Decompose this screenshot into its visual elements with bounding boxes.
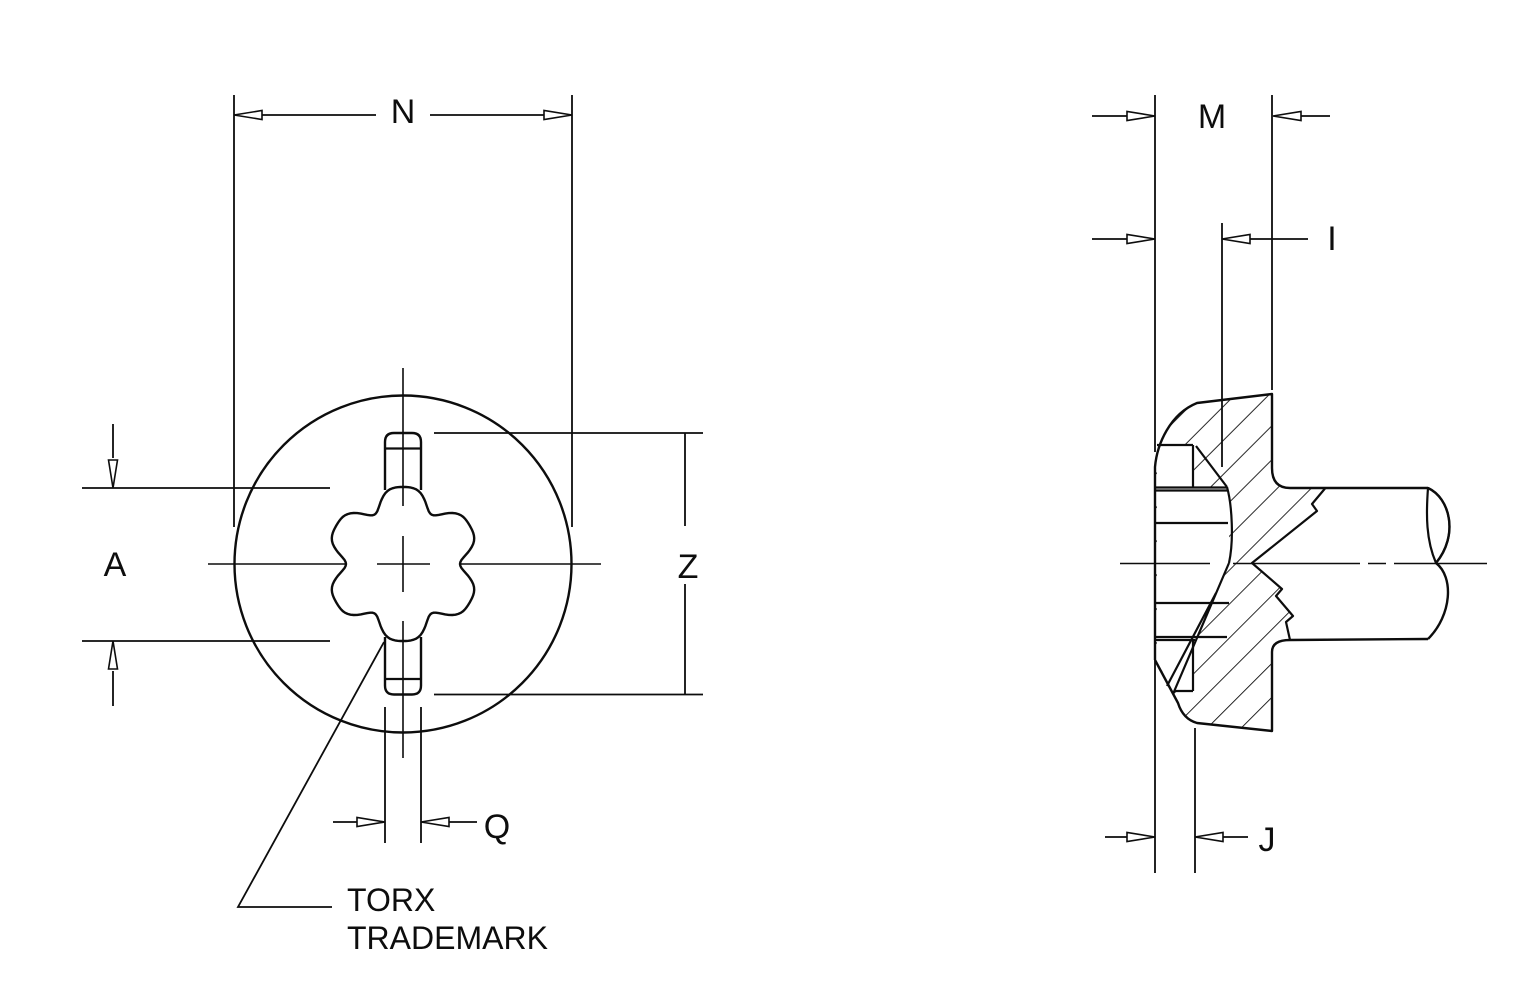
dimension-label-j: J <box>1259 821 1276 859</box>
shaft-break-section-sliver <box>1425 486 1451 565</box>
note-line2: TRADEMARK <box>347 920 548 956</box>
dimension-i: I <box>1092 220 1337 467</box>
dimension-q-extension-lines <box>384 707 422 843</box>
dimension-a: A <box>82 424 330 706</box>
dimension-m: M <box>1092 95 1330 452</box>
front-centerlines <box>208 368 601 758</box>
dimension-j: J <box>1105 660 1276 873</box>
dimension-label-i: I <box>1327 220 1336 258</box>
recess-bottom-wall <box>1225 486 1233 564</box>
dimension-n-arrow-right <box>543 109 573 121</box>
dimension-a-arrow-top <box>107 459 119 489</box>
dimension-j-arrow-right <box>1194 831 1224 843</box>
dimension-i-arrow-right <box>1221 233 1251 245</box>
head-profile <box>1153 392 1291 733</box>
shaft-edges <box>1289 486 1429 642</box>
recess-taper-lines <box>1166 445 1231 695</box>
dimension-n-arrow-left <box>233 109 263 121</box>
head-section-hatch <box>1155 394 1325 731</box>
side-view: M I J <box>1092 95 1487 873</box>
recess-section-edges <box>1155 443 1233 695</box>
dimension-i-arrow-left <box>1126 233 1156 245</box>
torx-trademark-note: TORX TRADEMARK <box>236 641 548 956</box>
dimension-a-arrow-bottom <box>107 640 119 670</box>
slot <box>383 431 423 696</box>
head-outline-circle <box>233 394 573 734</box>
dimension-z-extension-lines <box>434 432 703 696</box>
slot-floor-top-edges <box>1157 443 1195 487</box>
dimension-label-z: Z <box>678 548 699 586</box>
lobe-edge-upper <box>1155 486 1227 492</box>
dimension-a-extension-lines <box>82 487 330 642</box>
dimension-n-extension-lines <box>233 95 573 527</box>
dimension-label-a: A <box>104 546 127 584</box>
dimension-label-n: N <box>391 93 416 131</box>
dimension-z: Z <box>434 432 703 696</box>
dimension-j-arrow-left <box>1126 831 1156 843</box>
dimension-m-extension-lines <box>1154 95 1273 452</box>
section-break-zigzag <box>1250 487 1326 641</box>
slot-top <box>383 431 423 490</box>
dimension-m-arrow-left <box>1126 110 1156 122</box>
dimension-m-arrow-right <box>1272 110 1302 122</box>
front-view: N A Z Q TORX TRADEMARK <box>82 93 703 956</box>
dimension-label-q: Q <box>484 808 510 846</box>
torx-recess-outline <box>330 485 476 643</box>
lobe-edges-mid <box>1156 521 1229 642</box>
dimension-q: Q <box>333 707 510 846</box>
dimension-n: N <box>233 93 573 527</box>
slot-bottom <box>383 637 423 696</box>
dimension-label-m: M <box>1198 98 1226 136</box>
leader-line <box>236 641 385 908</box>
note-line1: TORX <box>347 882 435 918</box>
dimension-q-arrow-left <box>356 816 386 828</box>
dimension-q-arrow-right <box>420 816 450 828</box>
